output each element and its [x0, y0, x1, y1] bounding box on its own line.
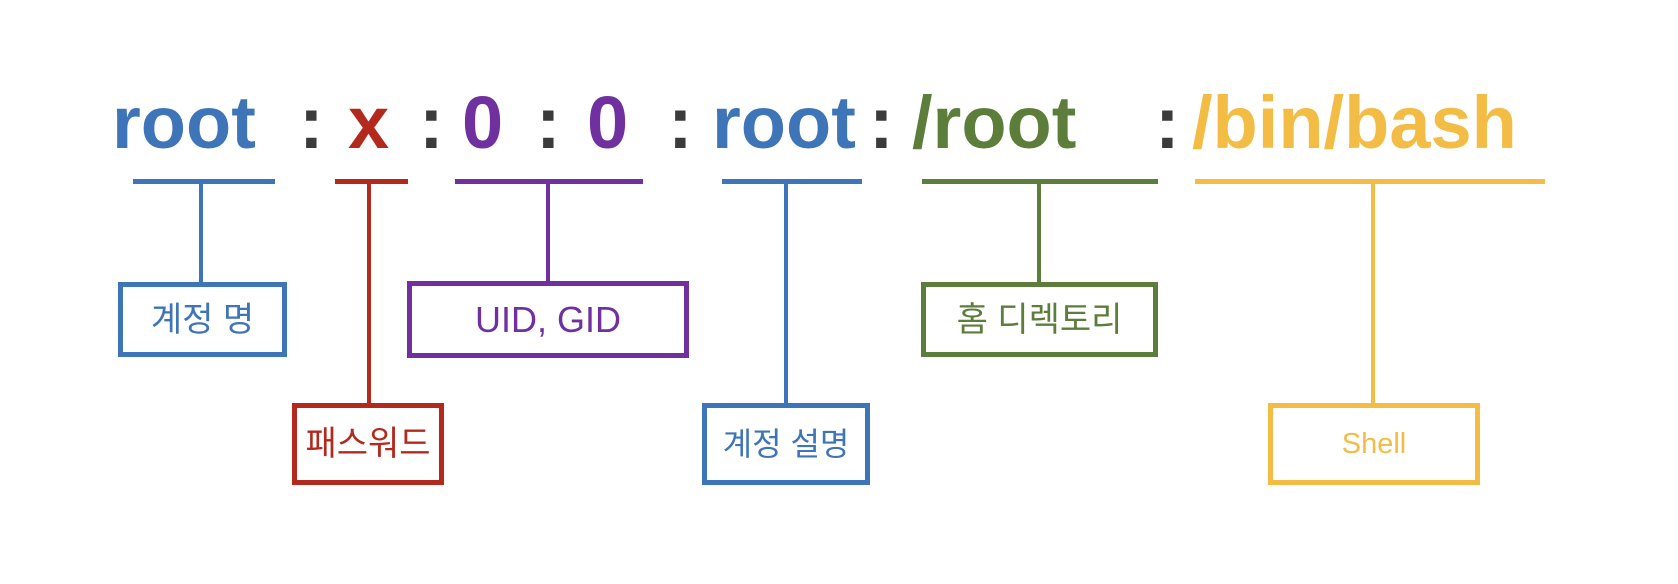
shell-label-box: Shell	[1268, 403, 1480, 485]
home-directory-underline	[922, 179, 1158, 184]
description-connector-line	[784, 184, 788, 403]
password-label-box: 패스워드	[292, 403, 444, 485]
username-label: 계정 명	[150, 300, 255, 339]
field-uid-text: 0	[462, 81, 504, 164]
username-underline	[133, 179, 275, 184]
username-label-box: 계정 명	[118, 282, 287, 357]
password-label: 패스워드	[305, 425, 431, 463]
uid-gid-label: UID, GID	[474, 298, 621, 340]
colon-separator: :	[299, 81, 324, 164]
field-shell-text: /bin/bash	[1192, 81, 1517, 164]
description-label-box: 계정 설명	[702, 403, 870, 485]
uid-gid-connector-line	[546, 184, 550, 281]
description-underline	[722, 179, 862, 184]
password-underline	[335, 179, 408, 184]
field-gid-text: 0	[587, 81, 629, 164]
field-home-directory-text: /root	[912, 81, 1077, 164]
field-description-text: root	[712, 81, 856, 164]
colon-separator: :	[1155, 81, 1180, 164]
field-password-text: x	[348, 81, 390, 164]
colon-separator: :	[419, 81, 444, 164]
home-directory-label: 홈 디렉토리	[956, 300, 1123, 339]
field-username-text: root	[112, 81, 256, 164]
shell-connector-line	[1371, 184, 1375, 403]
colon-separator: :	[536, 81, 561, 164]
uid-gid-label-box: UID, GID	[407, 281, 689, 358]
password-connector-line	[367, 184, 371, 403]
username-connector-line	[199, 184, 203, 282]
description-label: 계정 설명	[722, 426, 850, 462]
home-directory-connector-line	[1037, 184, 1041, 282]
uid-gid-underline	[455, 179, 643, 184]
shell-label: Shell	[1341, 427, 1407, 460]
shell-underline	[1195, 179, 1545, 184]
colon-separator: :	[869, 81, 894, 164]
home-directory-label-box: 홈 디렉토리	[921, 282, 1158, 357]
colon-separator: :	[668, 81, 693, 164]
